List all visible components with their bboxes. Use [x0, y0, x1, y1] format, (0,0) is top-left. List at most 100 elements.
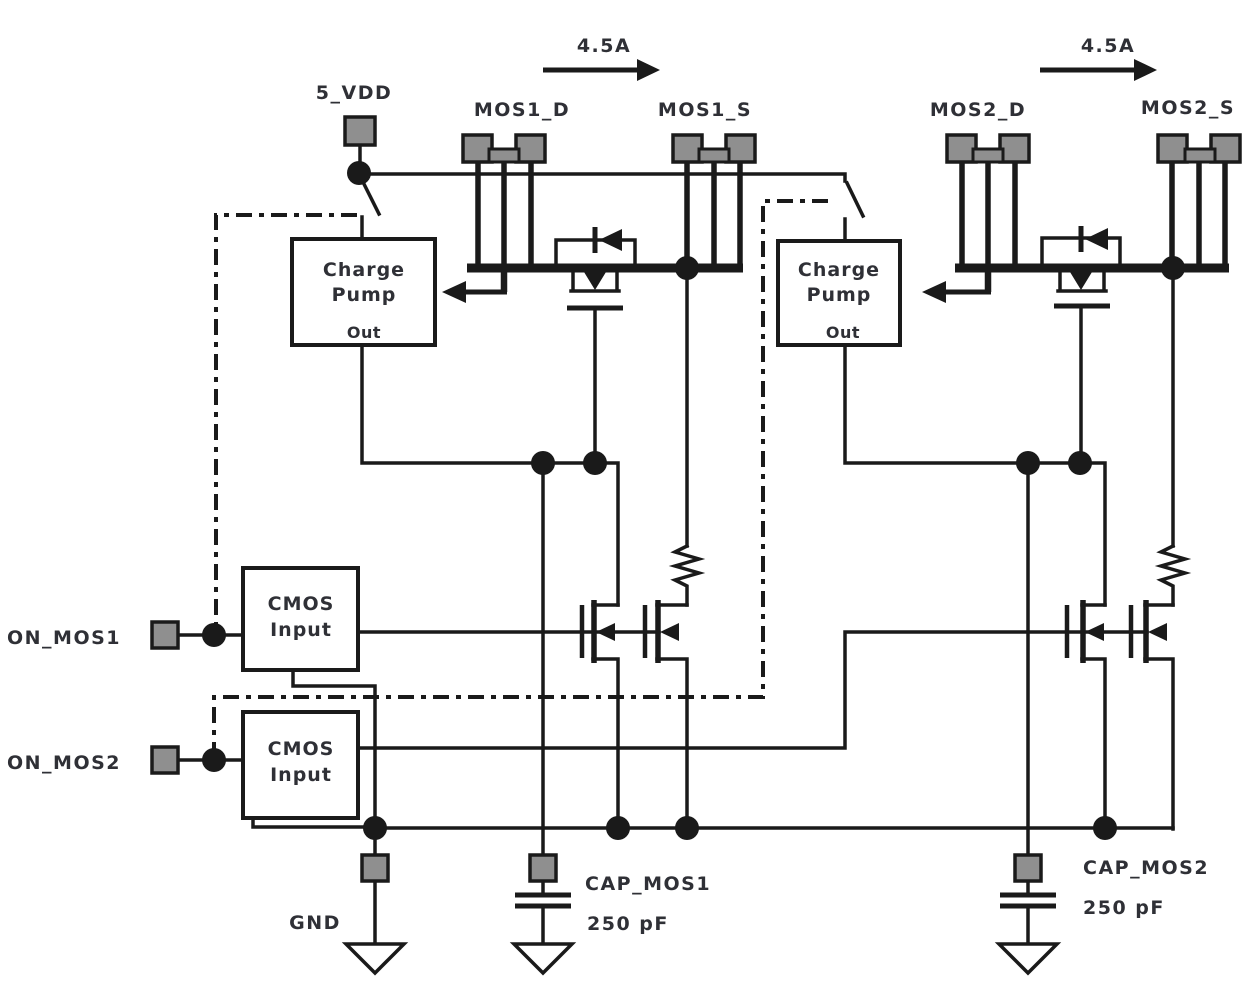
gnd-pad — [360, 853, 390, 883]
charge-pump1-out-label: Out — [347, 323, 381, 342]
gnd-rail-dot — [363, 816, 387, 840]
cap-mos2-label: CAP_MOS2 — [1083, 857, 1209, 879]
body-diode1-arrow — [599, 229, 622, 251]
charge-pump1-block: Charge Pump Out — [290, 237, 437, 347]
pad-legs — [475, 160, 1228, 266]
cmos-input1-line1: CMOS — [268, 593, 335, 615]
cp1-sense-arrowhead — [442, 281, 466, 303]
mos1-d-legs — [475, 160, 534, 266]
mos1-d-pad-bridge — [487, 147, 521, 164]
control-path-mos1-dashed — [214, 213, 357, 633]
mos1-s-pad-bridge — [697, 147, 731, 164]
t1l-arrow — [596, 623, 615, 641]
cap-mos2-pad — [1013, 853, 1043, 883]
cp2-out-junction-dot-left — [1016, 451, 1040, 475]
charge-pump1-box — [290, 237, 437, 347]
t2l-source-rail-dot — [1093, 816, 1117, 840]
charge-pump2-line2: Pump — [807, 284, 872, 306]
cmos-input1-block: CMOS Input — [241, 566, 360, 672]
charge-pump1-line2: Pump — [332, 284, 397, 306]
mos2-s-bus-dot — [1161, 256, 1185, 280]
body-diode1 — [592, 227, 622, 253]
t1-gate-bars — [579, 605, 648, 658]
charge-pump2-line1: Charge — [798, 259, 880, 281]
cap2-ground-icon — [994, 942, 1062, 976]
cap-mos1-value: 250 pF — [587, 913, 669, 935]
mos1-s-pad-left — [671, 133, 704, 164]
t1r-source-wire — [655, 657, 689, 830]
cp2-out-junction-dot-right — [1068, 451, 1092, 475]
charge-pump2-out-label: Out — [826, 323, 860, 342]
mos1-d-label: MOS1_D — [474, 99, 570, 121]
cp2-sense-arrowhead — [922, 281, 946, 303]
mos2-d-legs — [959, 160, 1018, 266]
resistor2 — [1154, 543, 1192, 607]
mosfet1-channel — [569, 268, 621, 293]
t2l-arrow — [1085, 623, 1104, 641]
on-mos2-junction-dot — [202, 748, 226, 772]
body-diode2-arrow — [1085, 228, 1108, 250]
current-left-label: 4.5A — [577, 35, 631, 57]
mos2-s-legs — [1169, 160, 1228, 266]
mos2-d-label: MOS2_D — [930, 99, 1026, 121]
t2r-arrow — [1148, 623, 1167, 641]
mosfet2-channel-tri — [1070, 272, 1092, 290]
mos2-d-pad-bridge — [971, 147, 1005, 164]
vdd-label: 5_VDD — [316, 82, 392, 104]
on-mos1-label: ON_MOS1 — [7, 627, 121, 649]
charge-pump1-sense — [442, 266, 508, 303]
mos1-s-pad-right — [724, 133, 757, 164]
on-mos2-pad — [150, 745, 180, 775]
charge-pump1-line1: Charge — [323, 259, 405, 281]
t2-channel-bars — [1080, 600, 1149, 663]
cap1-ground-icon — [509, 942, 577, 976]
t1-channel-bars — [591, 600, 661, 663]
mosfet2-channel — [1056, 268, 1108, 293]
capacitor-mos2 — [994, 892, 1062, 976]
capacitor-mos1 — [509, 892, 577, 976]
cp1-out-junction-dot-left — [531, 451, 555, 475]
current-right-label: 4.5A — [1081, 35, 1135, 57]
cmos2-ground-wire — [251, 815, 376, 829]
current-arrow-right — [1040, 59, 1157, 81]
gnd-ground-icon — [341, 942, 409, 976]
wires — [174, 141, 1192, 946]
charge-pump1-out-wire — [360, 342, 620, 607]
body-diode2 — [1078, 226, 1108, 252]
t1r-arrow — [660, 623, 679, 641]
mos1-s-label: MOS1_S — [658, 99, 752, 121]
current-arrow-left — [543, 59, 660, 81]
t1r-source-rail-dot — [675, 816, 699, 840]
on-mos2-label: ON_MOS2 — [7, 752, 121, 774]
t2-gate-bars — [1064, 605, 1134, 658]
vdd-top-rail-wire — [357, 172, 847, 183]
charge-pump2-sense — [922, 266, 992, 303]
mos2-s-pad-left — [1156, 133, 1189, 164]
cmos-input2-box — [241, 710, 360, 820]
gate-transistors-mos1 — [579, 600, 679, 663]
on-mos1-junction-dot — [202, 623, 226, 647]
mosfet1-channel-tri — [584, 272, 606, 290]
mos2-s-label: MOS2_S — [1141, 97, 1235, 119]
cap-mos2-value: 250 pF — [1083, 897, 1165, 919]
vdd-pad — [343, 115, 377, 147]
cap1-plates — [515, 892, 571, 909]
mos1-s-bus-dot — [675, 256, 699, 280]
pin-labels: 5_VDD MOS1_D MOS1_S MOS2_D MOS2_S ON_MOS… — [7, 35, 1235, 935]
junction-dots — [202, 161, 1185, 840]
resistor1 — [668, 543, 706, 607]
cmos-input2-line2: Input — [270, 764, 332, 786]
charge-pump2-box — [776, 239, 902, 347]
cmos1-ground-wire — [291, 667, 377, 829]
cap-mos1-pad — [528, 853, 558, 883]
current-arrow-right-head — [1134, 59, 1157, 81]
t1l-source-wire — [591, 657, 620, 830]
cap2-plates — [1000, 892, 1056, 909]
t2r-source-wire — [1143, 657, 1175, 831]
cp1-out-junction-dot-right — [583, 451, 607, 475]
cmos-input1-line2: Input — [270, 619, 332, 641]
mos2-s-pad-bridge — [1183, 147, 1217, 164]
on-mos1-pad — [150, 620, 180, 650]
